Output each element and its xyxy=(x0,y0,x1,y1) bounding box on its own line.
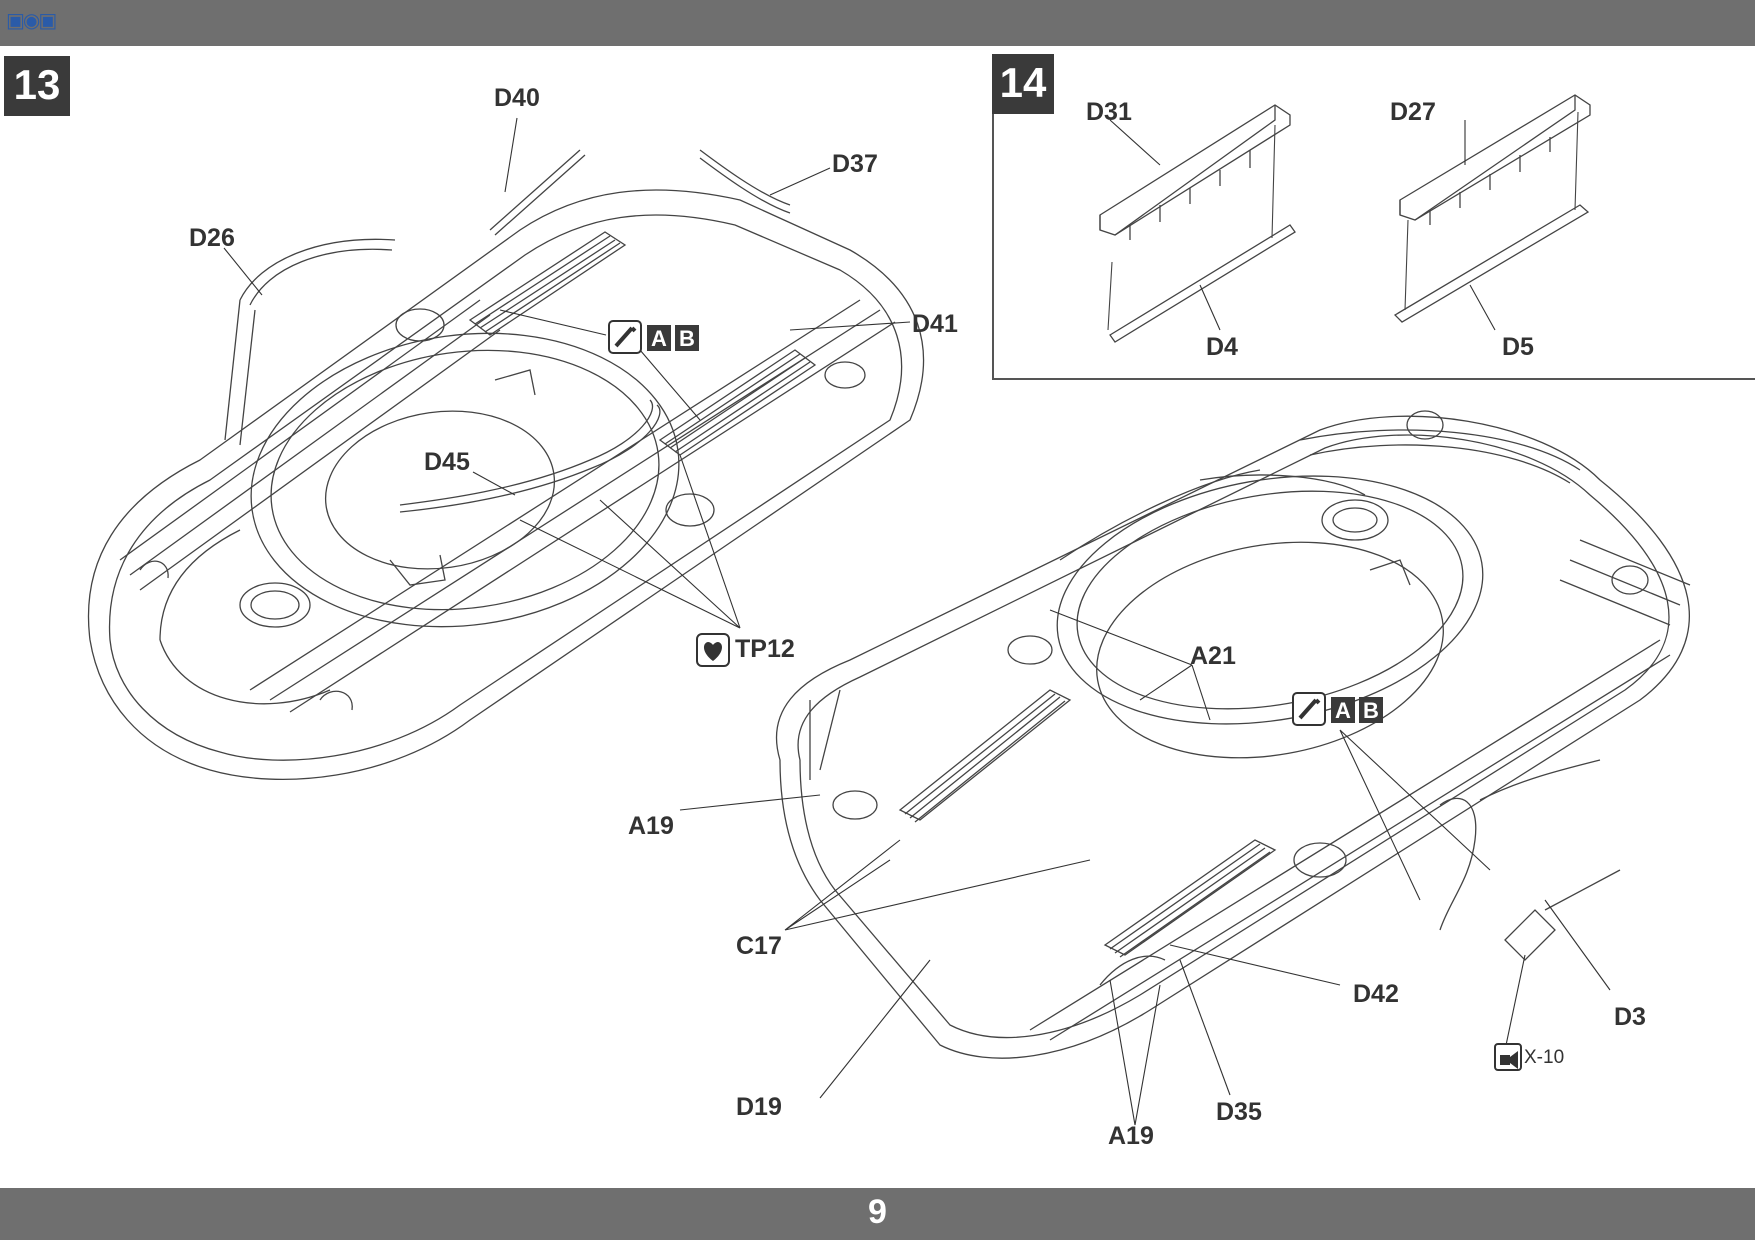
step-14-parts xyxy=(1099,94,1591,343)
part-label-d5: D5 xyxy=(1502,333,1534,361)
part-label-d26: D26 xyxy=(189,224,235,252)
right-hull-deck xyxy=(775,410,1691,1059)
part-label-d37: D37 xyxy=(832,150,878,178)
callout-letter-a: A xyxy=(651,326,667,351)
part-label-a19-lower: A19 xyxy=(1108,1122,1154,1150)
part-label-c17: C17 xyxy=(736,932,782,960)
step-14-inset xyxy=(992,54,1755,380)
part-label-d27: D27 xyxy=(1390,98,1436,126)
photo-etch-icon xyxy=(696,633,730,672)
step-14-badge: 14 xyxy=(992,54,1054,114)
left-leader-lines xyxy=(223,117,911,629)
step-13-badge: 13 xyxy=(4,56,70,116)
callout-letter-b: B xyxy=(1363,698,1379,723)
callout-letter-a: A xyxy=(1335,698,1351,723)
page-number: 9 xyxy=(868,1193,887,1231)
glue-callout-left: A B xyxy=(608,320,708,359)
part-label-d4: D4 xyxy=(1206,333,1238,361)
bottom-bar xyxy=(0,1188,1755,1240)
right-leader-lines xyxy=(679,609,1611,1126)
glue-callout-right: A B xyxy=(1292,692,1392,731)
part-label-d45: D45 xyxy=(424,448,470,476)
top-bar: ▣◉▣ xyxy=(0,0,1755,46)
part-label-d42: D42 xyxy=(1353,980,1399,1008)
part-label-a19: A19 xyxy=(628,812,674,840)
part-label-d41: D41 xyxy=(912,310,958,338)
part-label-d3: D3 xyxy=(1614,1003,1646,1031)
reference-label-x10: X-10 xyxy=(1524,1047,1565,1068)
part-label-d40: D40 xyxy=(494,84,540,112)
part-label-tp12: TP12 xyxy=(735,635,795,663)
reference-icon xyxy=(1494,1043,1522,1076)
site-logo-icon: ▣◉▣ xyxy=(6,10,57,32)
callout-letter-b: B xyxy=(679,326,695,351)
part-label-a21: A21 xyxy=(1190,642,1236,670)
part-label-d35: D35 xyxy=(1216,1098,1262,1126)
left-hull-deck xyxy=(87,149,924,781)
part-label-d19: D19 xyxy=(736,1093,782,1121)
part-label-d31: D31 xyxy=(1086,98,1132,126)
